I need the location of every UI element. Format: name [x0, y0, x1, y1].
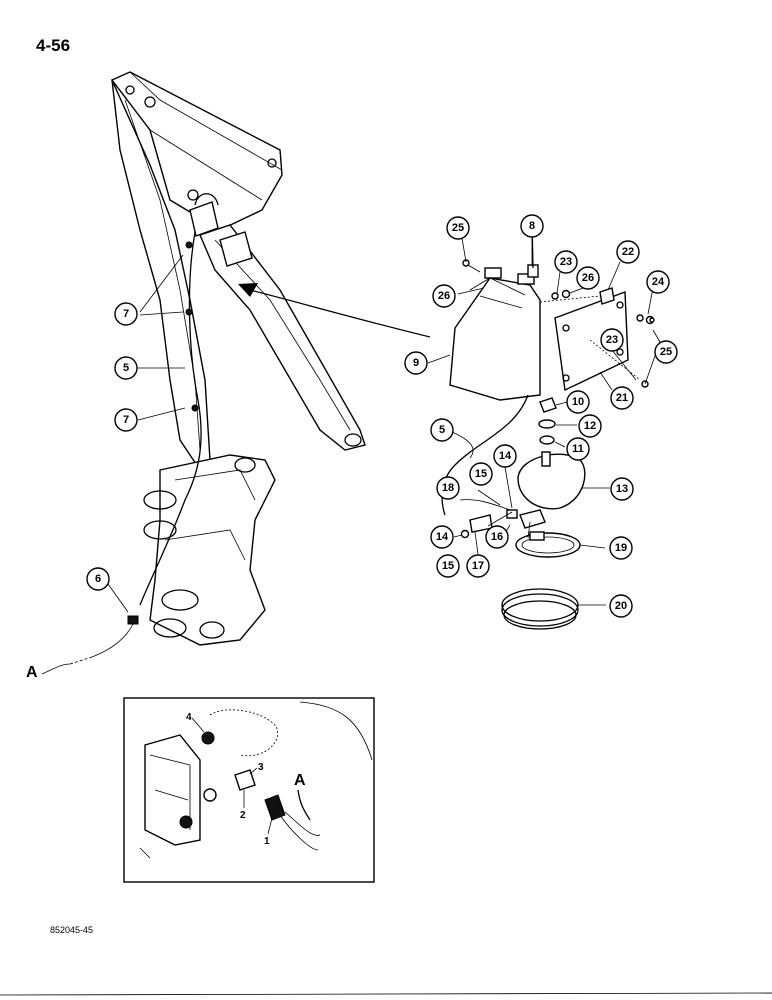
inset-label-1: 1: [264, 836, 270, 847]
callout-number: 5: [439, 424, 445, 436]
backhoe-boom-drawing: [69, 71, 431, 665]
callout-10: 10: [566, 390, 590, 414]
work-lamp-assembly: [441, 221, 655, 630]
inset-label-3: 3: [258, 762, 264, 773]
callout-6: 6: [86, 567, 110, 591]
callout-18: 18: [436, 476, 460, 500]
callout-11: 11: [566, 437, 590, 461]
callout-23a: 23: [554, 250, 578, 274]
inset-view-marker-a: A: [294, 772, 306, 789]
callout-number: 10: [572, 396, 584, 408]
callout-number: 13: [616, 483, 628, 495]
callout-number: 24: [652, 276, 665, 288]
callout-number: 19: [615, 542, 627, 554]
callout-8: 8: [520, 214, 544, 238]
callout-14a: 14: [493, 444, 517, 468]
callout-9: 9: [404, 351, 428, 375]
callout-15a: 15: [469, 462, 493, 486]
callout-5b: 5: [430, 418, 454, 442]
page-number: 4-56: [36, 36, 71, 55]
callout-24: 24: [646, 270, 670, 294]
callout-12: 12: [578, 414, 602, 438]
callout-26b: 26: [432, 284, 456, 308]
callout-number: 16: [491, 531, 503, 543]
callout-number: 15: [442, 560, 454, 572]
callout-number: 23: [560, 256, 572, 268]
callout-26a: 26: [576, 266, 600, 290]
callout-number: 20: [615, 600, 627, 612]
callout-22: 22: [616, 240, 640, 264]
inset-detail-view-a: 4 3 2 1 A: [123, 697, 375, 883]
callout-number: 18: [442, 482, 454, 494]
callout-number: 22: [622, 246, 634, 258]
callout-number: 11: [572, 443, 584, 455]
callout-number: 14: [499, 450, 512, 462]
callout-number: 15: [475, 468, 487, 480]
callout-number: 12: [584, 420, 596, 432]
callout-number: 26: [438, 290, 450, 302]
callout-number: 7: [123, 414, 129, 426]
callout-number: 21: [616, 392, 628, 404]
callout-23b: 23: [600, 328, 624, 352]
callout-14b: 14: [430, 525, 454, 549]
callout-7a: 7: [114, 302, 138, 326]
callout-7b: 7: [114, 408, 138, 432]
callout-leaders: [107, 236, 661, 613]
callout-number: 25: [660, 346, 672, 358]
inset-label-4: 4: [186, 712, 192, 723]
callout-number: 9: [413, 357, 419, 369]
callout-number: 6: [95, 573, 101, 585]
callout-21: 21: [610, 386, 634, 410]
reference-code: 852045-45: [50, 925, 94, 935]
callout-number: 23: [606, 334, 618, 346]
callout-16: 16: [485, 525, 509, 549]
callout-number: 7: [123, 308, 129, 320]
inset-label-2: 2: [240, 810, 246, 821]
callout-25b: 25: [654, 340, 678, 364]
callout-25a: 25: [446, 216, 470, 240]
callout-5a: 5: [114, 356, 138, 380]
callout-19: 19: [609, 536, 633, 560]
view-marker-a-main: A: [26, 663, 71, 681]
callout-number: 25: [452, 222, 464, 234]
callout-13: 13: [610, 477, 634, 501]
callout-17: 17: [466, 554, 490, 578]
callout-number: 8: [529, 220, 535, 232]
callout-20: 20: [609, 594, 633, 618]
callout-number: 14: [436, 531, 449, 543]
callout-number: 5: [123, 362, 129, 374]
callout-number: 26: [582, 272, 594, 284]
view-marker-a-text: A: [26, 664, 38, 681]
callout-number: 17: [472, 560, 484, 572]
callout-15b: 15: [436, 554, 460, 578]
